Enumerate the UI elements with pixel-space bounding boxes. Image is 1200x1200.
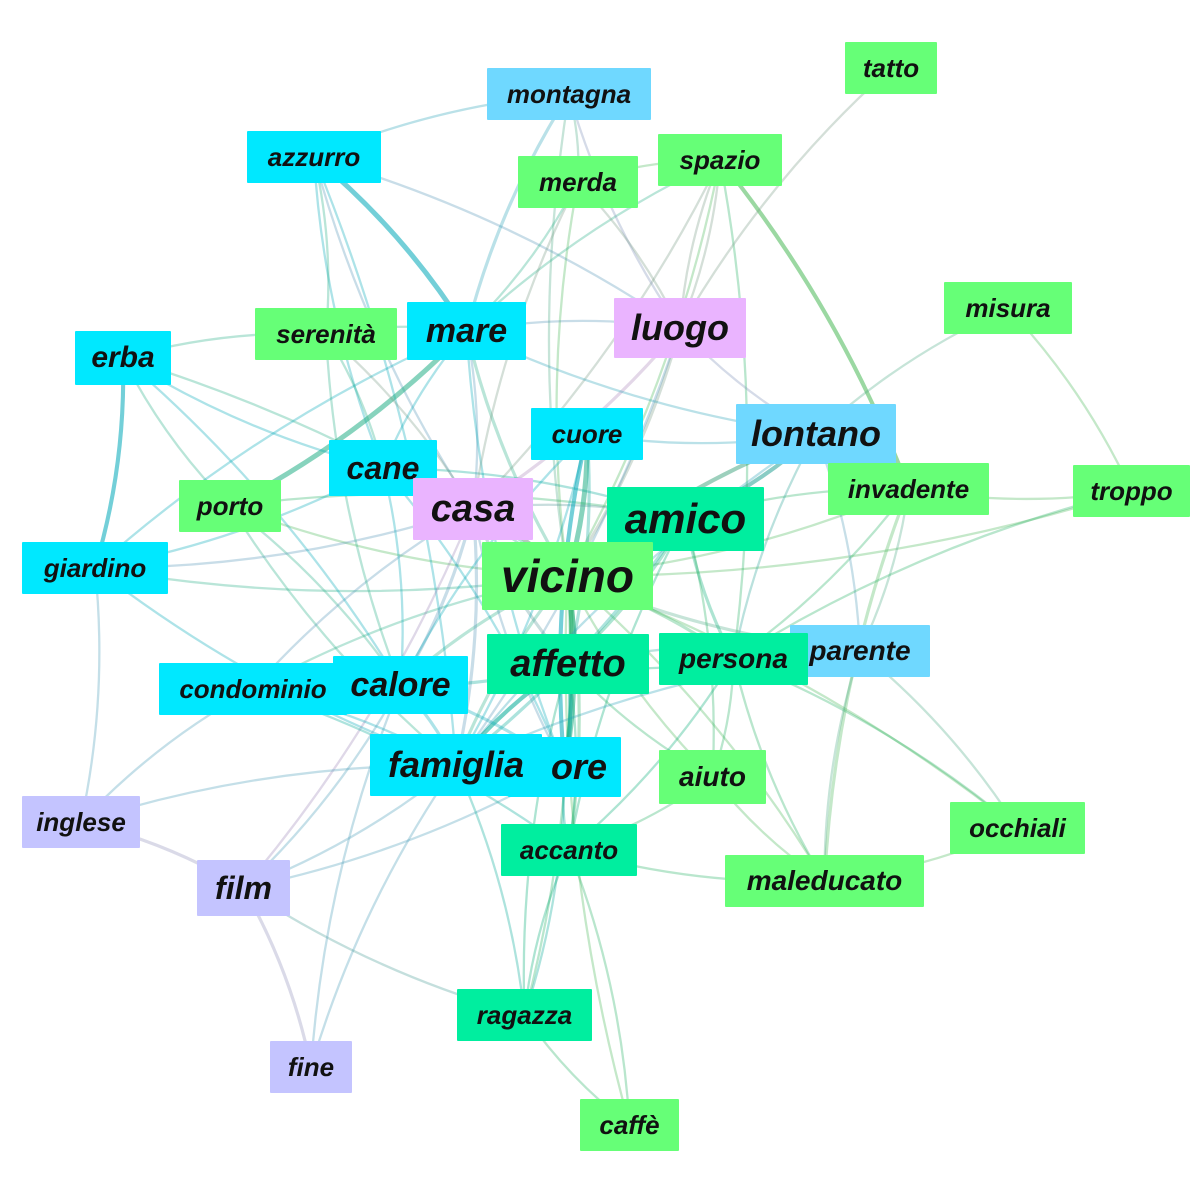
- edge-vicino-merda: [555, 180, 580, 578]
- node-label: invadente: [847, 473, 970, 504]
- node-misura[interactable]: misura: [944, 282, 1072, 334]
- node-label: persona: [679, 643, 788, 674]
- node-label: merda: [538, 166, 618, 197]
- node-label: troppo: [1090, 475, 1173, 506]
- edge-vicino-accanto: [565, 574, 581, 852]
- edge-vicino-spazio: [566, 158, 722, 578]
- node-aiuto[interactable]: aiuto: [659, 750, 766, 804]
- edge-giardino-inglese: [79, 566, 101, 824]
- node-merda[interactable]: merda: [518, 156, 638, 208]
- edge-calore-cane: [381, 466, 404, 687]
- node-giardino[interactable]: giardino: [22, 542, 168, 594]
- node-invadente[interactable]: invadente: [828, 463, 989, 515]
- edge-porto-famiglia: [228, 504, 458, 767]
- edge-vicino-maleducato: [566, 574, 826, 883]
- node-label: film: [215, 869, 272, 906]
- node-label: maleducato: [746, 865, 903, 896]
- node-label: affetto: [510, 642, 626, 685]
- node-label: condominio: [179, 673, 327, 704]
- edge-amore-ragazza: [523, 765, 566, 1017]
- edge-erba-giardino: [92, 355, 126, 571]
- node-label: montagna: [506, 78, 632, 109]
- edge-calore-serenita: [324, 332, 402, 687]
- node-label: serenità: [276, 318, 376, 349]
- node-label: cuore: [551, 418, 623, 449]
- edge-spazio-casa: [471, 158, 722, 511]
- node-label: misura: [965, 292, 1051, 323]
- node-azzurro[interactable]: azzurro: [247, 131, 381, 183]
- node-luogo[interactable]: luogo: [614, 298, 746, 358]
- node-occhiali[interactable]: occhiali: [950, 802, 1085, 854]
- node-label: cane: [346, 449, 420, 486]
- node-affetto[interactable]: affetto: [487, 634, 649, 694]
- node-label: lontano: [751, 413, 881, 454]
- node-label: fine: [287, 1051, 335, 1082]
- node-ragazza[interactable]: ragazza: [457, 989, 592, 1041]
- node-label: occhiali: [969, 812, 1066, 843]
- edge-accanto-caffe: [567, 848, 631, 1127]
- node-label: famiglia: [387, 744, 525, 785]
- node-cuore[interactable]: cuore: [531, 408, 643, 460]
- edge-amore-cane: [381, 466, 566, 769]
- node-label: casa: [430, 487, 516, 530]
- node-calore[interactable]: calore: [333, 656, 468, 714]
- edge-tatto-luogo: [678, 66, 893, 330]
- edge-famiglia-fine: [309, 763, 458, 1069]
- node-label: tatto: [862, 52, 920, 83]
- node-mare[interactable]: mare: [407, 302, 526, 360]
- node-maleducato[interactable]: maleducato: [725, 855, 924, 907]
- node-label: spazio: [679, 144, 761, 175]
- node-label: aiuto: [679, 761, 746, 792]
- node-label: ragazza: [476, 999, 573, 1030]
- node-label: accanto: [519, 834, 619, 865]
- node-label: porto: [196, 490, 264, 521]
- node-label: inglese: [36, 806, 126, 837]
- node-montagna[interactable]: montagna: [487, 68, 651, 120]
- node-condominio[interactable]: condominio: [159, 663, 347, 715]
- node-label: luogo: [631, 307, 729, 348]
- node-label: mare: [425, 311, 508, 350]
- node-erba[interactable]: erba: [75, 331, 171, 385]
- edge-persona-maleducato: [732, 657, 826, 883]
- node-porto[interactable]: porto: [179, 480, 281, 532]
- node-persona[interactable]: persona: [659, 633, 808, 685]
- edge-casa-famiglia: [454, 507, 479, 767]
- node-label: vicino: [501, 550, 634, 602]
- node-label: calore: [350, 665, 451, 704]
- node-caffe[interactable]: caffè: [580, 1099, 679, 1151]
- node-accanto[interactable]: accanto: [501, 824, 637, 876]
- node-serenita[interactable]: serenità: [255, 308, 397, 360]
- node-spazio[interactable]: spazio: [658, 134, 782, 186]
- edge-invadente-maleducato: [822, 487, 911, 883]
- node-film[interactable]: film: [197, 860, 290, 916]
- edge-mare-montagna: [464, 92, 571, 333]
- node-tatto[interactable]: tatto: [845, 42, 937, 94]
- node-famiglia[interactable]: famiglia: [370, 734, 542, 796]
- node-vicino[interactable]: vicino: [482, 542, 653, 610]
- edge-parente-maleducato: [823, 649, 862, 883]
- node-troppo[interactable]: troppo: [1073, 465, 1190, 517]
- node-casa[interactable]: casa: [413, 478, 533, 540]
- node-parente[interactable]: parente: [790, 625, 930, 677]
- edge-misura-troppo: [1006, 306, 1133, 493]
- node-label: parente: [809, 635, 911, 666]
- node-label: ore: [550, 746, 607, 787]
- node-label: caffè: [599, 1109, 660, 1140]
- node-label: azzurro: [267, 141, 361, 172]
- node-label: erba: [91, 341, 155, 374]
- node-fine[interactable]: fine: [270, 1041, 352, 1093]
- node-lontano[interactable]: lontano: [736, 404, 896, 464]
- node-inglese[interactable]: inglese: [22, 796, 140, 848]
- node-label: giardino: [43, 552, 147, 583]
- node-label: amico: [624, 495, 747, 542]
- edge-famiglia-ragazza: [454, 763, 526, 1017]
